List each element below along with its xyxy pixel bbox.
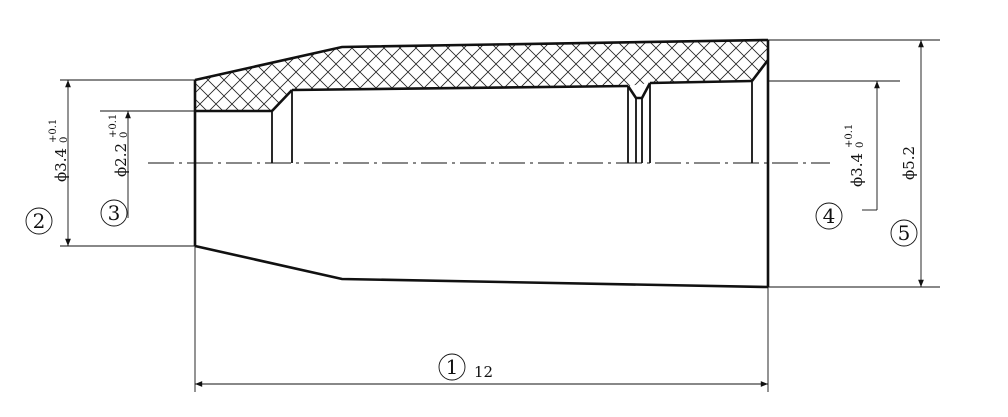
svg-text:ϕ2.2: ϕ2.2 xyxy=(112,143,130,177)
callout-1: 1 xyxy=(438,353,466,381)
dim-bore-right: ϕ3.4 +0.1 0 xyxy=(844,124,866,187)
dim-outer-right: ϕ5.2 xyxy=(900,146,918,180)
dim-length-value: 12 xyxy=(474,363,493,381)
svg-text:ϕ5.2: ϕ5.2 xyxy=(900,146,918,180)
bore-right-top xyxy=(649,79,753,85)
svg-text:4: 4 xyxy=(823,204,836,228)
right-chamfer xyxy=(750,59,770,82)
svg-text:3: 3 xyxy=(108,201,121,225)
dim-bore-left: ϕ2.2 +0.1 0 xyxy=(108,114,130,177)
callout-4: 4 xyxy=(815,202,843,230)
svg-text:ϕ3.4: ϕ3.4 xyxy=(52,148,70,182)
svg-text:0: 0 xyxy=(855,142,866,148)
dim-outer-left: ϕ3.4 +0.1 0 xyxy=(48,119,70,182)
svg-text:0: 0 xyxy=(119,132,130,138)
callout-5: 5 xyxy=(890,219,918,247)
bore-main-top xyxy=(291,84,629,92)
callout-2: 2 xyxy=(25,207,53,235)
svg-text:+0.1: +0.1 xyxy=(844,124,855,148)
svg-text:+0.1: +0.1 xyxy=(48,119,59,143)
bore-groove xyxy=(626,82,652,100)
callout-3: 3 xyxy=(100,199,128,227)
svg-text:0: 0 xyxy=(59,137,70,143)
hatched-section xyxy=(195,40,768,111)
svg-text:ϕ3.4: ϕ3.4 xyxy=(848,153,866,187)
bore-step-chamfer xyxy=(271,89,293,112)
svg-text:2: 2 xyxy=(33,209,46,233)
outer-profile-bottom xyxy=(194,244,769,289)
svg-text:5: 5 xyxy=(898,221,911,245)
svg-text:1: 1 xyxy=(446,355,459,379)
svg-text:+0.1: +0.1 xyxy=(108,114,119,138)
outer-profile-top xyxy=(194,38,769,82)
